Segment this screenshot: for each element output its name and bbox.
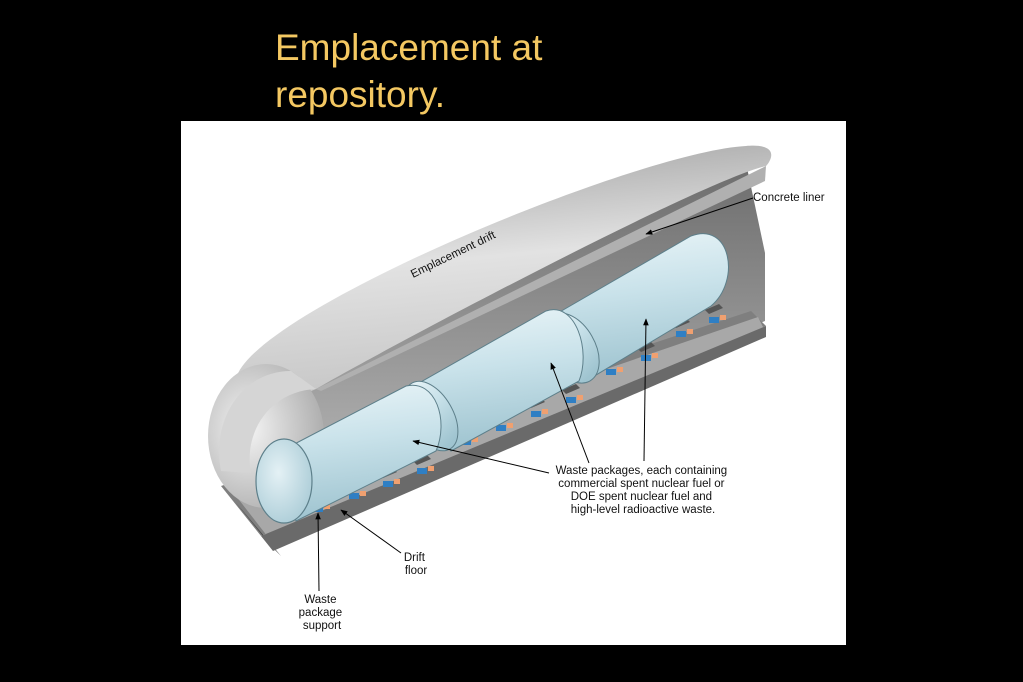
support-8 — [562, 384, 583, 403]
waste-package-1 — [255, 384, 442, 524]
label-waste-packages-line-4: high-level radioactive waste. — [571, 504, 715, 516]
leader-concrete-liner — [645, 197, 754, 235]
support-4 — [413, 455, 434, 474]
leader-lines — [315, 197, 754, 592]
slide-title: Emplacement at repository. — [275, 24, 695, 118]
label-drift-floor: Drift floor — [404, 552, 428, 577]
label-support-line-3: support — [303, 620, 342, 632]
leader-package-3 — [643, 318, 649, 462]
label-support-line-2: package — [299, 607, 342, 619]
waste-packages — [255, 233, 729, 524]
label-waste-packages-line-2: commercial spent nuclear fuel or — [558, 478, 724, 490]
label-support-line-1: Waste — [304, 594, 336, 606]
title-line-2: repository. — [275, 74, 445, 115]
leader-package-1 — [412, 439, 550, 474]
drift-illustration: Emplacement drift Concrete liner Waste p… — [208, 145, 825, 632]
label-drift-floor-line-1: Drift — [404, 552, 426, 564]
label-drift-floor-line-2: floor — [405, 565, 428, 577]
leader-drift-floor — [340, 509, 402, 554]
title-line-1: Emplacement at — [275, 27, 543, 68]
support-12 — [705, 304, 726, 323]
label-concrete-liner: Concrete liner — [753, 192, 825, 204]
leader-support — [315, 512, 321, 592]
emplacement-drift-shell — [208, 145, 772, 508]
label-waste-packages: Waste packages, each containing commerci… — [556, 465, 731, 516]
leader-package-2 — [550, 362, 590, 464]
label-waste-package-support: Waste package support — [299, 594, 346, 632]
label-waste-packages-line-1: Waste packages, each containing — [556, 465, 728, 477]
repository-diagram: Emplacement drift Concrete liner Waste p… — [181, 121, 846, 645]
label-waste-packages-line-3: DOE spent nuclear fuel and — [571, 491, 712, 503]
